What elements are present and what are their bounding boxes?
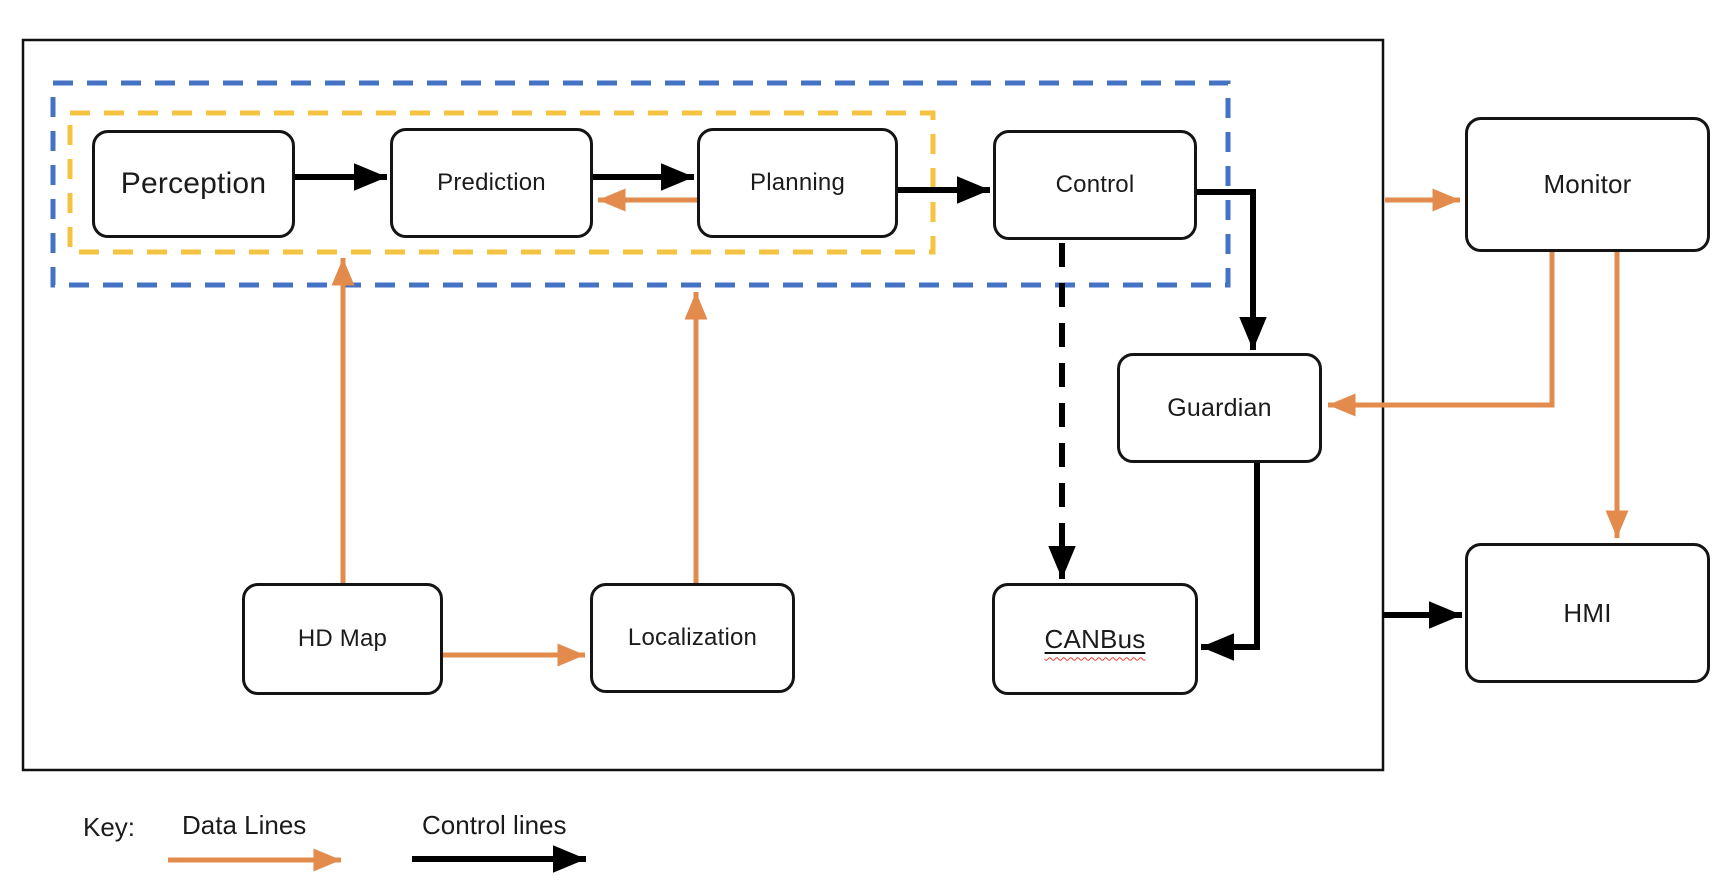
node-perception-label: Perception: [120, 167, 267, 200]
node-planning-label: Planning: [749, 169, 845, 196]
node-guardian: Guardian: [1117, 353, 1322, 463]
yellow-dashed-boundary: [67, 110, 936, 255]
canbus-underline: CANBus: [1045, 624, 1146, 655]
node-control-label: Control: [1055, 171, 1135, 198]
blue-dashed-boundary: [50, 80, 1231, 288]
node-canbus: CANBus: [992, 583, 1198, 695]
node-hmi: HMI: [1465, 543, 1710, 683]
node-hd-map: HD Map: [242, 583, 443, 695]
node-canbus-label: CANBus: [1044, 623, 1146, 654]
node-localization-label: Localization: [627, 624, 758, 651]
legend-data-lines-label: Data Lines: [182, 810, 307, 840]
arrow-control-to-guardian: [1197, 189, 1267, 350]
node-prediction: Prediction: [390, 128, 593, 238]
node-monitor: Monitor: [1465, 117, 1710, 252]
legend-title: Key:: [83, 812, 136, 842]
node-monitor-label: Monitor: [1543, 169, 1632, 199]
node-localization: Localization: [590, 583, 795, 693]
arrow-guardian-to-canbus: [1201, 463, 1260, 661]
node-prediction-label: Prediction: [437, 169, 546, 196]
node-perception: Perception: [92, 130, 295, 238]
legend-control-lines-label: Control lines: [422, 810, 567, 840]
node-control: Control: [993, 130, 1197, 240]
node-guardian-label: Guardian: [1167, 393, 1272, 422]
node-hd-map-label: HD Map: [297, 625, 388, 652]
node-planning: Planning: [697, 128, 898, 238]
arrow-monitor-to-guardian: [1328, 252, 1555, 417]
node-hmi-label: HMI: [1563, 597, 1612, 628]
